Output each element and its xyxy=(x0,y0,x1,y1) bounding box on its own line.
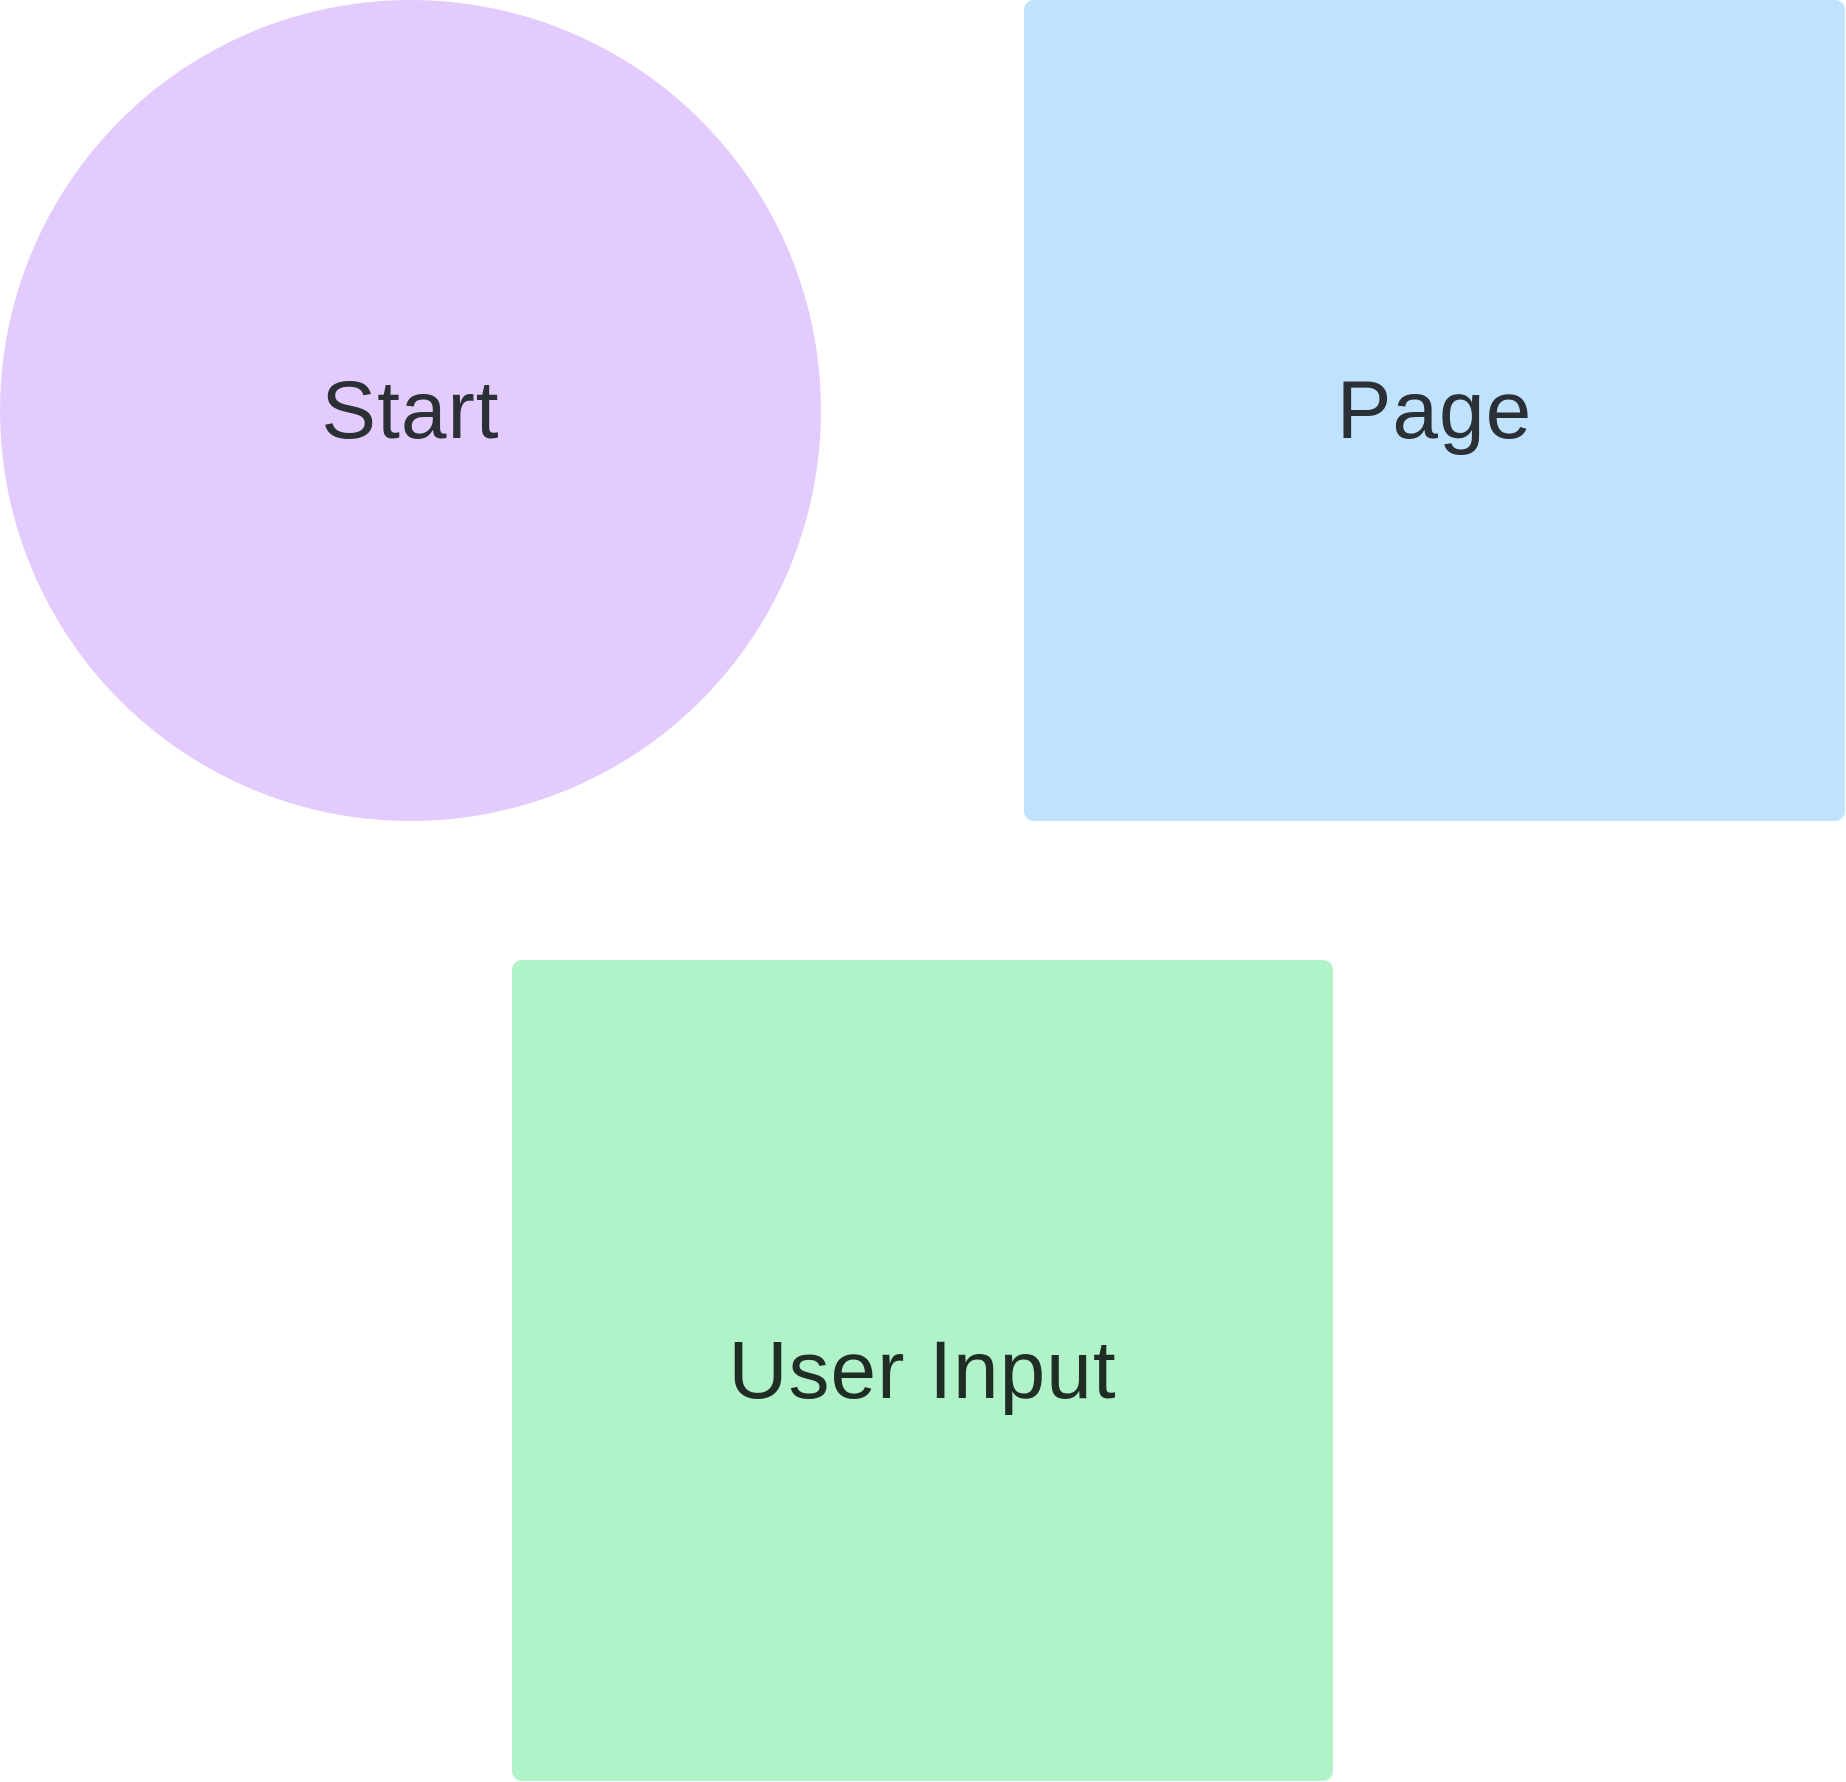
start-node[interactable]: Start xyxy=(0,0,821,821)
user-input-node-label: User Input xyxy=(728,1324,1117,1416)
user-input-node[interactable]: User Input xyxy=(512,960,1333,1781)
start-node-label: Start xyxy=(321,364,500,456)
page-node[interactable]: Page xyxy=(1024,0,1845,821)
page-node-label: Page xyxy=(1336,364,1533,456)
